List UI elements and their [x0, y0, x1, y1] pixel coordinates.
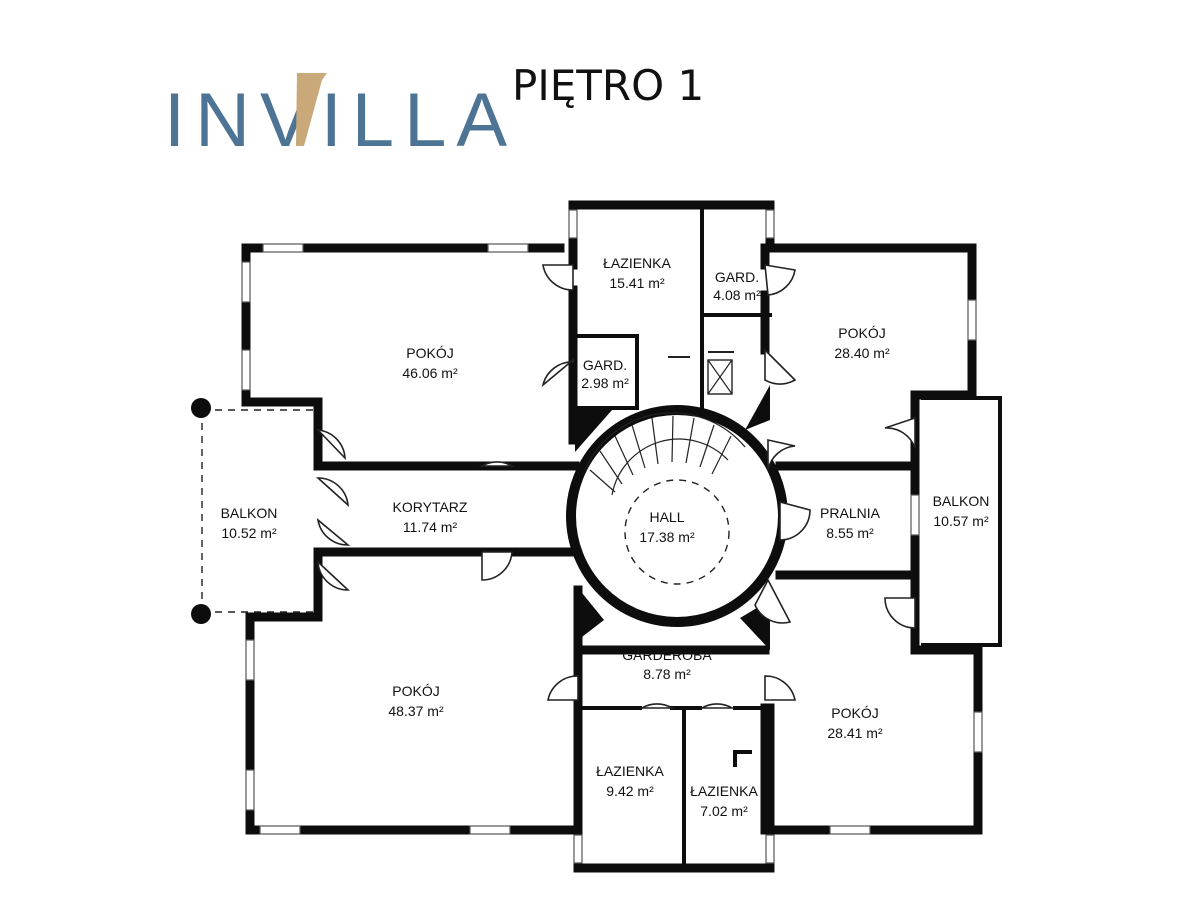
room-lazienka-n: ŁAZIENKA 15.41 m²	[603, 255, 671, 291]
doors	[315, 264, 916, 709]
room-lazienka-s1: ŁAZIENKA 9.42 m²	[596, 763, 664, 799]
room-area: 28.41 m²	[827, 725, 883, 741]
room-name: POKÓJ	[838, 325, 885, 341]
logo-accent-stroke	[296, 73, 327, 146]
room-balkon-e: BALKON 10.57 m²	[933, 493, 990, 529]
room-name: ŁAZIENKA	[596, 763, 664, 779]
invilla-logo: INVILLA	[164, 73, 517, 163]
room-gard-mid: GARD. 2.98 m²	[581, 357, 629, 391]
room-lazienka-s2: ŁAZIENKA 7.02 m²	[690, 783, 758, 819]
room-area: 28.40 m²	[834, 345, 890, 361]
room-pralnia: PRALNIA 8.55 m²	[820, 505, 881, 541]
room-name: BALKON	[221, 505, 278, 521]
room-name: POKÓJ	[392, 683, 439, 699]
room-area: 9.42 m²	[606, 783, 654, 799]
room-area: 2.98 m²	[581, 375, 629, 391]
floor-title: PIĘTRO 1	[512, 61, 704, 110]
room-hall: HALL 17.38 m²	[639, 509, 695, 545]
room-area: 46.06 m²	[402, 365, 458, 381]
room-area: 4.08 m²	[713, 287, 761, 303]
room-name: GARDEROBA	[622, 647, 712, 663]
logo-text: INVILLA	[164, 78, 517, 163]
room-name: ŁAZIENKA	[603, 255, 671, 271]
vent-shaft-icon	[668, 351, 734, 395]
room-area: 10.57 m²	[933, 513, 989, 529]
room-korytarz: KORYTARZ 11.74 m²	[393, 499, 468, 535]
room-name: ŁAZIENKA	[690, 783, 758, 799]
room-name: GARD.	[583, 357, 627, 373]
room-area: 48.37 m²	[388, 703, 444, 719]
room-balkon-w: BALKON 10.52 m²	[221, 505, 278, 541]
spiral-staircase	[566, 405, 788, 627]
room-name: GARD.	[715, 269, 759, 285]
room-area: 11.74 m²	[403, 519, 458, 535]
balcony-west	[191, 398, 318, 624]
room-name: KORYTARZ	[393, 499, 468, 515]
room-name: BALKON	[933, 493, 990, 509]
room-name: POKÓJ	[831, 705, 878, 721]
windows	[241, 209, 983, 864]
room-name: POKÓJ	[406, 345, 453, 361]
room-name: PRALNIA	[820, 505, 881, 521]
walls	[241, 200, 1002, 873]
room-gard-ne: GARD. 4.08 m²	[713, 269, 761, 303]
room-area: 7.02 m²	[700, 803, 748, 819]
room-area: 15.41 m²	[609, 275, 665, 291]
room-area: 8.78 m²	[643, 666, 691, 682]
balcony-post	[191, 398, 211, 418]
room-area: 17.38 m²	[639, 529, 695, 545]
room-pokoj-ne: POKÓJ 28.40 m²	[834, 325, 890, 361]
room-name: HALL	[649, 509, 684, 525]
room-labels: POKÓJ 46.06 m² ŁAZIENKA 15.41 m² GARD. 4…	[221, 255, 990, 819]
room-pokoj-se: POKÓJ 28.41 m²	[827, 705, 883, 741]
room-area: 10.52 m²	[221, 525, 277, 541]
room-area: 8.55 m²	[826, 525, 874, 541]
room-garderoba: GARDEROBA 8.78 m²	[622, 647, 712, 682]
balcony-post	[191, 604, 211, 624]
room-pokoj-sw: POKÓJ 48.37 m²	[388, 683, 444, 719]
room-pokoj-nw: POKÓJ 46.06 m²	[402, 345, 458, 381]
